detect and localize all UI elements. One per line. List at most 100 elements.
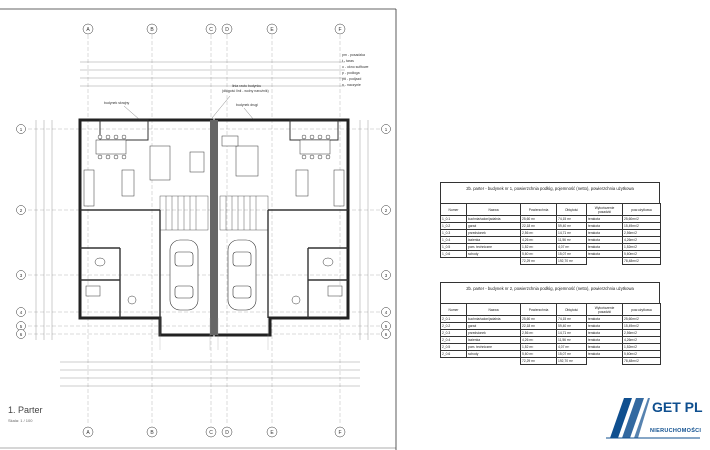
column-header: Obiętość <box>556 203 587 216</box>
table-cell: przedsionek <box>466 329 521 337</box>
svg-text:1: 1 <box>20 127 23 132</box>
area-table-building-2: 2b. parter - budynek nr 2, powierzchnia … <box>440 282 661 365</box>
svg-text:F: F <box>338 27 341 33</box>
table-cell: 1,52 m² <box>520 243 557 251</box>
legend-item: n - naczynie <box>342 83 361 87</box>
table-header-row: Numer Nazwa Powierzchnia Obiętość Wykońc… <box>440 203 661 216</box>
table-row: 2_0.6 schody 5,60 m² 15,07 m³ terakota 5… <box>440 350 661 358</box>
table-row: 1_0.5 pom. techniczne 1,52 m² 4,07 m³ te… <box>440 243 661 251</box>
table-row: 2_0.5 pom. techniczne 1,52 m² 4,07 m³ te… <box>440 343 661 351</box>
table-row: 2_0.1 kuchnia/salon/jadalnia 25,60 m² 74… <box>440 315 661 323</box>
table-cell-empty <box>441 358 467 365</box>
table-cell: kuchnia/salon/jadalnia <box>466 215 521 223</box>
table-cell: 1,52 m² <box>520 343 557 351</box>
column-header: pow.użytkowa <box>622 303 661 316</box>
building-right-note: budynek drugi <box>236 103 258 107</box>
table-cell: 15,07 m³ <box>556 250 587 258</box>
table-cell: 15,07 m³ <box>556 350 587 358</box>
logo-subtitle: NIERUCHOMOŚCI <box>650 428 702 434</box>
svg-text:2: 2 <box>20 208 23 213</box>
area-table: Numer Nazwa Powierzchnia Obiętość Wykońc… <box>440 203 661 265</box>
get-pl-logo-icon <box>606 398 700 439</box>
svg-text:6: 6 <box>20 332 23 337</box>
bathroom-fixtures <box>85 257 343 305</box>
table-cell-empty <box>441 258 467 265</box>
table-cell: 59,40 m³ <box>556 222 587 230</box>
table-row: 1_0.2 garaż 22,18 m² 59,40 m³ terakota 1… <box>440 222 661 230</box>
floor-plan-drawing: A B C D E F A B C D E F <box>0 8 397 450</box>
dimension-lines-top <box>80 61 345 87</box>
table-cell: 2,56m²/2 <box>622 329 661 337</box>
table-cell: terakota <box>586 336 623 344</box>
table-cell: łazienka <box>466 336 521 344</box>
svg-text:C: C <box>209 27 213 33</box>
table-row: 2_0.4 łazienka 4,26 m² 11,56 m³ terakota… <box>440 336 661 344</box>
column-header: Numer <box>440 303 467 316</box>
axis-bubbles-side <box>16 124 391 339</box>
area-table-building-1: 2b. parter - budynek nr 1, powierzchnia … <box>440 182 661 265</box>
table-cell: schody <box>466 350 521 358</box>
table-cell: terakota <box>586 315 623 323</box>
table-cell-empty <box>587 258 623 265</box>
table-cell: 59,40 m³ <box>556 322 587 330</box>
svg-text:3: 3 <box>385 273 388 278</box>
legend-item: t - taras <box>342 59 354 63</box>
table-cell: kuchnia/salon/jadalnia <box>466 315 521 323</box>
svg-text:A: A <box>86 27 90 33</box>
table-cell: 2_0.5 <box>440 343 467 351</box>
table-cell: pom. techniczne <box>466 343 521 351</box>
table-cell: 2_0.3 <box>440 329 467 337</box>
plan-legend: pm - posadzka t - taras o - okno sufitow… <box>342 52 402 88</box>
svg-text:4: 4 <box>385 310 388 315</box>
building-left-note: budynek skrajny <box>104 101 130 105</box>
table-cell: 1,52m²/2 <box>622 343 661 351</box>
table-cell: 11,56 m³ <box>556 236 587 244</box>
table-totals-row: 72,29 m² 192,70 m³ 78,48m²/2 <box>441 257 661 265</box>
svg-text:C: C <box>209 430 213 436</box>
plan-title: 1. Parter <box>8 405 43 415</box>
table-cell: 1_0.1 <box>440 215 467 223</box>
table-cell: 1_0.5 <box>440 243 467 251</box>
driveway <box>159 318 269 350</box>
table-cell: terakota <box>586 222 623 230</box>
table-cell: 25,60 m² <box>520 315 557 323</box>
roof-line-note-sub: (długość linii - wolny narożnik) <box>222 89 269 93</box>
legend-item: o - okno sufitowe <box>342 65 369 69</box>
column-header: Powierzchnia <box>520 203 557 216</box>
interior-walls <box>80 209 348 318</box>
table-cell: łazienka <box>466 236 521 244</box>
table-cell: terakota <box>586 329 623 337</box>
svg-text:F: F <box>338 430 341 436</box>
table-cell: 25,60 m² <box>520 215 557 223</box>
area-table: Numer Nazwa Powierzchnia Obiętość Wykońc… <box>440 303 661 365</box>
table-cell: garaż <box>466 322 521 330</box>
table-total: 72,29 m² <box>520 257 557 265</box>
table-total: 72,29 m² <box>520 357 557 365</box>
svg-text:2: 2 <box>385 208 388 213</box>
table-row: 1_0.4 łazienka 4,26 m² 11,56 m³ terakota… <box>440 236 661 244</box>
svg-text:6: 6 <box>385 332 388 337</box>
stairs <box>159 195 269 231</box>
table-cell: terakota <box>586 322 623 330</box>
table-cell: 5,60 m² <box>520 350 557 358</box>
table-total: 78,48m²/2 <box>622 257 661 265</box>
table-cell: terakota <box>586 343 623 351</box>
table-row: 1_0.3 przedsionek 2,56 m² 14,71 m³ terak… <box>440 229 661 237</box>
table-cell: 1_0.2 <box>440 222 467 230</box>
table-cell: 2,56 m² <box>520 329 557 337</box>
table-cell: 74,15 m³ <box>556 215 587 223</box>
dimension-lines-bottom <box>60 361 360 387</box>
table-row: 1_0.6 schody 5,60 m² 15,07 m³ terakota 5… <box>440 250 661 258</box>
table-cell: 4,26 m² <box>520 336 557 344</box>
table-cell: terakota <box>586 236 623 244</box>
table-header: 2b. parter - budynek nr 2, powierzchnia … <box>440 282 660 303</box>
legend-item: p - podłoga <box>342 71 360 75</box>
table-cell: 2_0.4 <box>440 336 467 344</box>
table-cell: 2_0.1 <box>440 315 467 323</box>
table-row: 2_0.2 garaż 22,18 m² 59,40 m³ terakota 1… <box>440 322 661 330</box>
table-cell: 22,18 m² <box>520 222 557 230</box>
table-header: 2b. parter - budynek nr 1, powierzchnia … <box>440 182 660 203</box>
table-cell: 74,15 m³ <box>556 315 587 323</box>
table-cell: 1_0.4 <box>440 236 467 244</box>
